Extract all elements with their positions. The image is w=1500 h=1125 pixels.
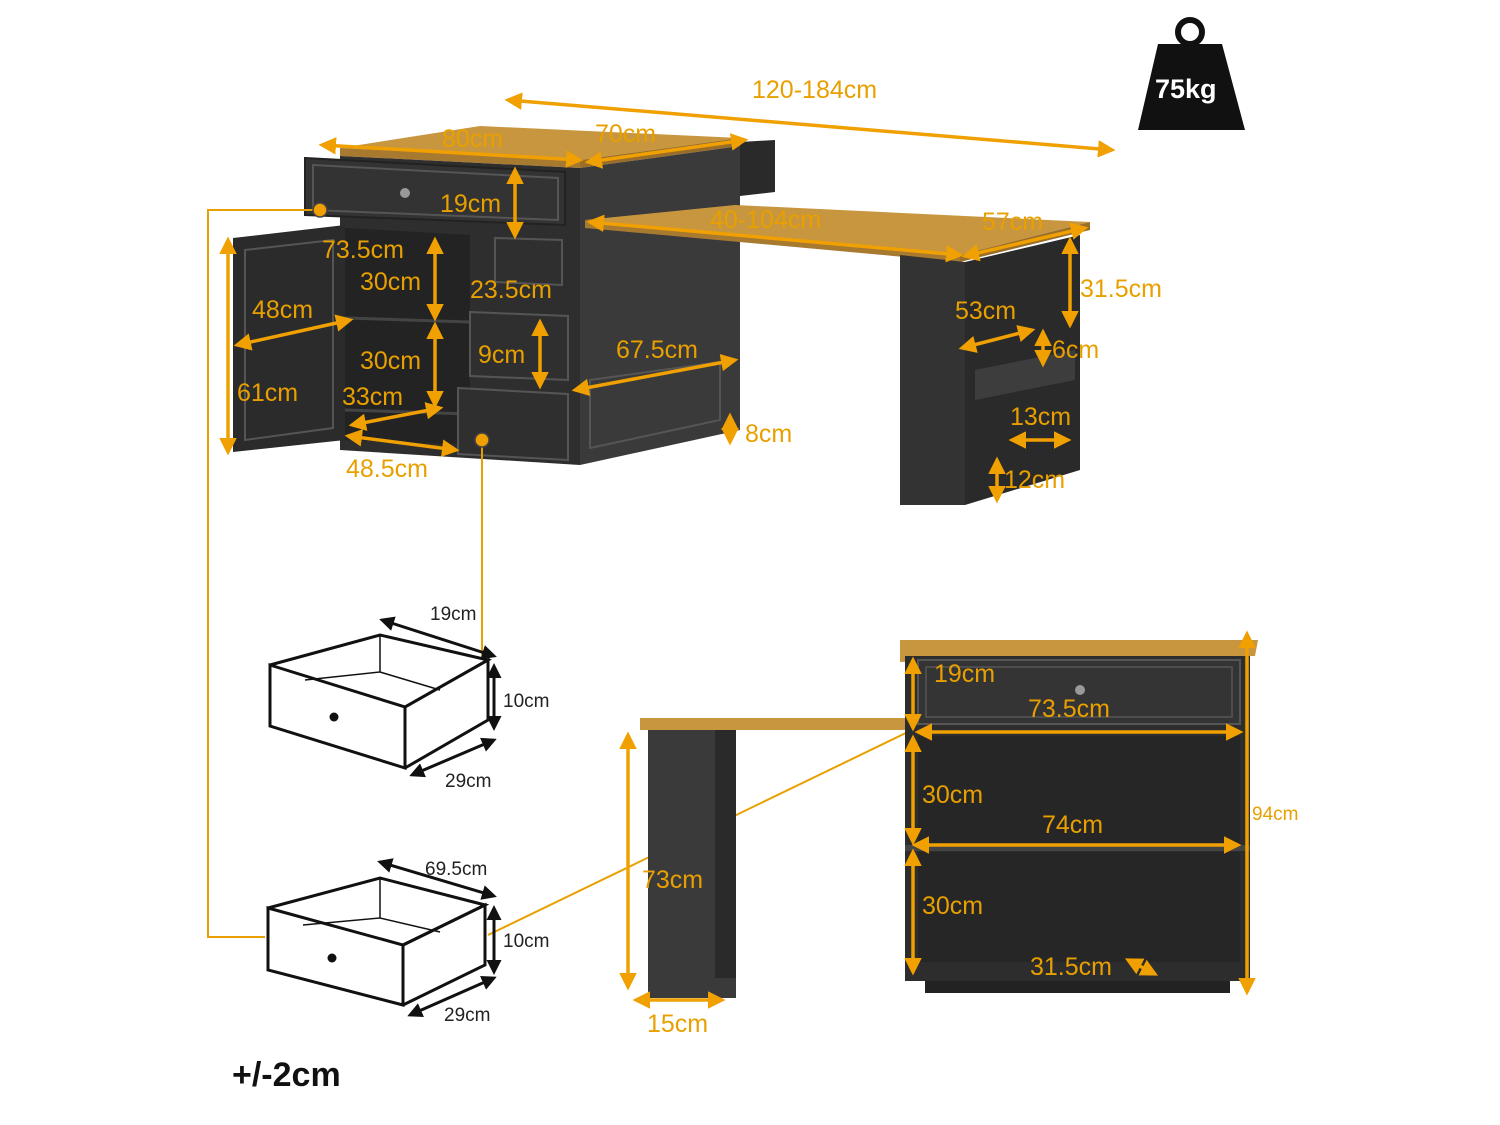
lower-width-line xyxy=(344,429,460,457)
leg-gap-label: 6cm xyxy=(1052,336,1099,364)
large-drawer-depth-label: 69.5cm xyxy=(425,859,487,880)
back-leg-width-label: 15cm xyxy=(647,1010,708,1038)
back-shelf-depth-label: 31.5cm xyxy=(1030,953,1112,981)
back-drawer-width-label: 73.5cm xyxy=(1028,695,1110,723)
leg-top-height-label: 31.5cm xyxy=(1080,275,1162,303)
shelf-upper-label: 30cm xyxy=(360,268,421,296)
shelf-lower-label: 30cm xyxy=(360,347,421,375)
door-width-line xyxy=(233,314,354,351)
leg-shelf-width-label: 53cm xyxy=(955,297,1016,325)
top-depth-line xyxy=(318,137,584,168)
drawer-knob xyxy=(400,188,410,198)
small-drawer-width-label: 29cm xyxy=(445,771,491,792)
door-width-label: 48cm xyxy=(252,296,313,324)
leg-shelf-width-line xyxy=(958,325,1036,353)
small-drawer-height-label: 9cm xyxy=(478,341,525,369)
lower-width-label: 48.5cm xyxy=(346,455,428,483)
back-shelf1-label: 30cm xyxy=(922,781,983,809)
back-total-height-label: 94cm xyxy=(1252,804,1298,825)
total-width-line xyxy=(504,92,1116,158)
leg-bottom-label: 12cm xyxy=(1004,466,1065,494)
weight-icon: 75kg xyxy=(1138,17,1245,130)
large-drawer-height-label: 10cm xyxy=(503,931,549,952)
total-width-label: 120-184cm xyxy=(752,76,877,104)
top-depth-label: 80cm xyxy=(442,125,503,153)
cabinet-depth-line xyxy=(571,353,739,397)
large-drawer-illustration xyxy=(266,876,490,1007)
base-height-label: 8cm xyxy=(745,420,792,448)
door-height-label: 61cm xyxy=(237,379,298,407)
extension-length-label: 40-104cm xyxy=(710,206,821,234)
back-shelf2-label: 30cm xyxy=(922,892,983,920)
back-drawer-height-label: 19cm xyxy=(934,660,995,688)
extension-depth-line xyxy=(961,222,1089,262)
tolerance-label: +/-2cm xyxy=(232,1056,341,1094)
back-view-illustration xyxy=(640,640,1258,998)
connector-large-drawer xyxy=(207,209,320,938)
extension-leg xyxy=(900,255,965,505)
small-drawer-width-label: 23.5cm xyxy=(470,276,552,304)
back-leg-height-label: 73cm xyxy=(642,866,703,894)
small-drawer-illustration xyxy=(268,633,493,771)
extension-depth-label: 57cm xyxy=(982,208,1043,236)
back-inner-width-label: 74cm xyxy=(1042,811,1103,839)
small-drawer-height-label: 10cm xyxy=(503,691,549,712)
small-drawer-knob xyxy=(329,712,339,722)
large-drawer-knob xyxy=(327,953,337,963)
large-drawer-width-label: 29cm xyxy=(444,1005,490,1026)
weight-label: 75kg xyxy=(1155,74,1217,104)
lower-shelf-depth-label: 33cm xyxy=(342,383,403,411)
top-width-line xyxy=(584,133,749,169)
cabinet-depth-label: 67.5cm xyxy=(616,336,698,364)
lower-shelf-depth-line xyxy=(348,402,444,431)
small-drawer-depth-label: 19cm xyxy=(430,604,476,625)
top-width-label: 70cm xyxy=(595,120,656,148)
shelf-width-label: 73.5cm xyxy=(322,236,404,264)
extension-length-line xyxy=(586,214,964,263)
leg-shelf-depth-label: 13cm xyxy=(1010,403,1071,431)
cabinet-side xyxy=(580,146,740,465)
drawer-height-label: 19cm xyxy=(440,190,501,218)
